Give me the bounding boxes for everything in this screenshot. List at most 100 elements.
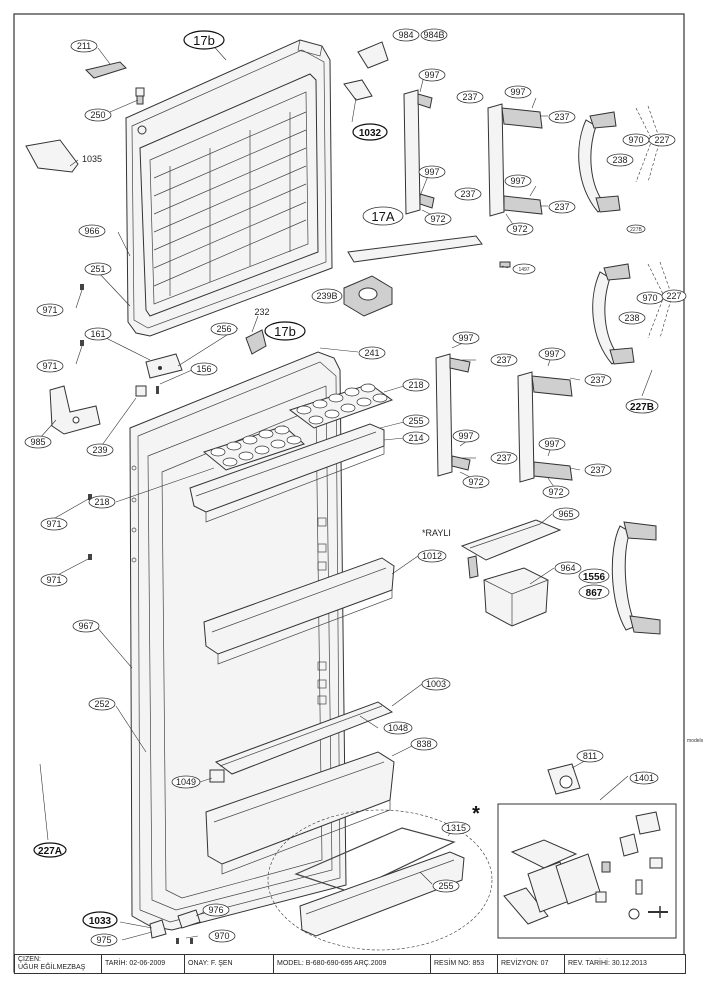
svg-text:997: 997 — [424, 70, 439, 80]
label-218-a: 218 — [402, 378, 430, 392]
label-218-b: 218 — [88, 495, 116, 509]
svg-text:237: 237 — [590, 465, 605, 475]
svg-text:964: 964 — [560, 563, 575, 573]
label-238-a: 238 — [606, 153, 634, 167]
label-1032: 1032 — [352, 123, 388, 141]
date: TARİH: 02-06-2009 — [105, 960, 166, 967]
label-237-b: 237 — [548, 110, 576, 124]
svg-text:227B: 227B — [630, 402, 654, 413]
label-star: * — [472, 803, 480, 825]
svg-text:971: 971 — [46, 519, 61, 529]
cap-239b — [343, 275, 393, 317]
label-17b-top: 17b — [183, 30, 225, 50]
revision-date: REV. TARİHİ: 30.12.2013 — [568, 960, 647, 967]
svg-text:*RAYLI: *RAYLI — [422, 528, 451, 538]
svg-text:972: 972 — [548, 487, 563, 497]
label-250: 250 — [84, 108, 112, 122]
handle-1556 — [611, 521, 661, 635]
svg-text:997: 997 — [544, 439, 559, 449]
svg-text:1012: 1012 — [422, 551, 442, 561]
svg-text:1315: 1315 — [446, 823, 466, 833]
svg-text:966: 966 — [84, 226, 99, 236]
label-997-h: 997 — [538, 437, 566, 451]
label-161: 161 — [84, 327, 112, 341]
svg-text:238: 238 — [612, 155, 627, 165]
label-256: 256 — [210, 322, 238, 336]
label-239b: 239B — [311, 288, 343, 304]
label-867: 867 — [578, 584, 610, 600]
label-237-e: 237 — [490, 353, 518, 367]
svg-text:1035: 1035 — [82, 154, 102, 164]
label-965: 965 — [552, 507, 580, 521]
shelf-clip — [209, 769, 225, 783]
label-227b-small: 227B — [626, 224, 646, 234]
svg-text:972: 972 — [430, 214, 445, 224]
egg-tray-lower — [202, 425, 305, 471]
svg-text:967: 967 — [78, 621, 93, 631]
svg-text:211: 211 — [77, 41, 91, 51]
svg-text:237: 237 — [496, 453, 511, 463]
svg-text:237: 237 — [590, 375, 605, 385]
svg-text:811: 811 — [583, 751, 597, 761]
svg-text:997: 997 — [424, 167, 439, 177]
label-1315: 1315 — [441, 821, 471, 835]
label-239: 239 — [86, 443, 114, 457]
wire-1315 — [294, 827, 456, 893]
part-811 — [547, 763, 581, 795]
label-966: 966 — [78, 224, 106, 238]
label-211: 211 — [70, 39, 98, 53]
door-shelf-1 — [189, 423, 385, 523]
approved-by: ONAY: F. ŞEN — [188, 960, 233, 967]
label-1033: 1033 — [82, 911, 118, 929]
svg-text:971: 971 — [42, 305, 57, 315]
svg-text:997: 997 — [458, 333, 473, 343]
label-997-a: 997 — [418, 68, 446, 82]
svg-text:models: models — [687, 738, 704, 744]
svg-text:1048: 1048 — [388, 723, 408, 733]
label-997-d: 997 — [504, 174, 532, 188]
hinge-161 — [145, 353, 183, 379]
door-shelf-bottom — [205, 751, 395, 875]
door-shelf-2 — [203, 557, 395, 665]
label-975: 975 — [90, 933, 118, 947]
svg-text:218: 218 — [94, 497, 109, 507]
svg-text:227B: 227B — [630, 227, 642, 233]
drawn-label: ÇİZEN: — [18, 956, 41, 963]
bushing-239 — [135, 385, 147, 397]
label-972-d: 972 — [542, 485, 570, 499]
label-971-b: 971 — [36, 359, 64, 373]
svg-text:984: 984 — [398, 30, 413, 40]
hinge-bracket-985 — [49, 385, 101, 435]
svg-text:985: 985 — [30, 437, 45, 447]
label-237-d: 237 — [548, 200, 576, 214]
model: MODEL: B-680-690-695 ARÇ.2009 — [277, 960, 387, 967]
svg-text:239: 239 — [92, 445, 107, 455]
label-237-f: 237 — [584, 373, 612, 387]
svg-text:239B: 239B — [316, 291, 337, 301]
label-971-c: 971 — [40, 517, 68, 531]
label-1401: 1401 — [629, 771, 659, 785]
label-984: 984 — [392, 28, 420, 42]
handle-set-lower-left — [435, 353, 471, 477]
svg-text:156: 156 — [196, 364, 211, 374]
svg-text:838: 838 — [416, 739, 431, 749]
svg-text:255: 255 — [408, 416, 423, 426]
kit-parts — [503, 811, 668, 925]
label-rayli: *RAYLI — [422, 528, 451, 538]
label-1049: 1049 — [171, 775, 201, 789]
label-17a: 17A — [362, 206, 404, 226]
hinge-cover-211 — [85, 61, 127, 79]
hinge-232 — [245, 329, 267, 355]
label-972-b: 972 — [506, 222, 534, 236]
hinge-cover-984 — [357, 41, 389, 69]
svg-text:250: 250 — [90, 110, 105, 120]
cover-1035 — [25, 139, 79, 173]
bushing-250 — [135, 87, 145, 105]
screw-1497 — [499, 261, 511, 268]
model-cell: MODEL: B-680-690-695 ARÇ.2009 — [274, 955, 431, 973]
svg-text:238: 238 — [624, 313, 639, 323]
label-972-a: 972 — [424, 212, 452, 226]
label-970-b: 970 — [636, 291, 664, 305]
label-997-c: 997 — [418, 165, 446, 179]
